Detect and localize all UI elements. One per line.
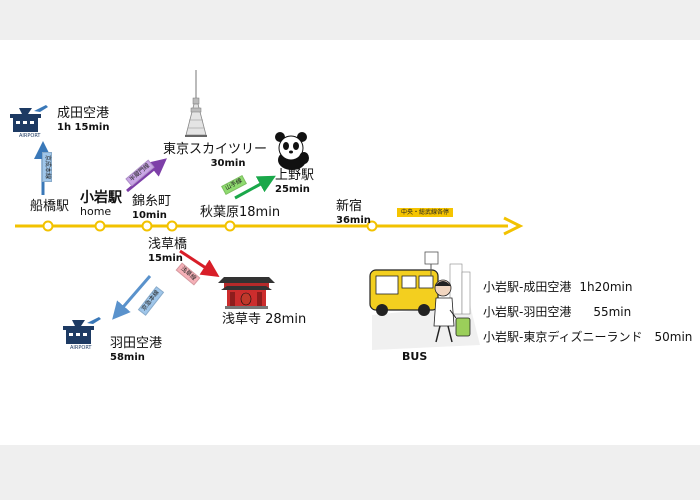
stop-koiwa xyxy=(94,220,106,232)
stop-kinshicho xyxy=(141,220,153,232)
dest-ueno-time: 25min xyxy=(275,183,310,195)
bus-route-narita: 小岩駅-成田空港 1h20min xyxy=(483,278,632,295)
bus-route-narita-time: 1h20min xyxy=(579,280,633,294)
station-asakusabashi-name: 浅草橋 xyxy=(148,237,188,252)
arrow-to-ueno xyxy=(234,175,276,200)
bus-route-disney-time: 50min xyxy=(654,330,693,344)
dest-skytree-name: 東京スカイツリー xyxy=(163,142,268,157)
bus-route-haneda-text: 小岩駅-羽田空港 xyxy=(483,305,572,319)
bus-route-haneda-time: 55min xyxy=(593,305,632,319)
dest-haneda: 羽田空港 58min xyxy=(110,336,163,363)
dest-haneda-time: 58min xyxy=(110,351,145,363)
station-asakusabashi-time: 15min xyxy=(148,252,183,264)
airport-icon-haneda xyxy=(63,317,101,344)
bus-scene xyxy=(369,251,480,350)
airport-label-haneda: AIRPORT xyxy=(70,345,92,351)
bus-route-narita-text: 小岩駅-成田空港 xyxy=(483,280,572,294)
station-funabashi: 船橋駅 xyxy=(30,199,70,214)
route-diagram: 中央・総武線各停 船橋駅 小岩駅 home 錦糸町 10min 秋葉原18min… xyxy=(0,40,700,445)
arrow-to-haneda xyxy=(112,275,152,320)
station-shinjuku-time: 36min xyxy=(336,214,371,226)
airport-label-narita: AIRPORT xyxy=(19,133,41,139)
stop-asakusabashi xyxy=(166,220,178,232)
dest-skytree: 東京スカイツリー 30min xyxy=(163,142,268,169)
station-kinshicho-name: 錦糸町 xyxy=(132,194,172,209)
bus-route-disney: 小岩駅-東京ディズニーランド 50min xyxy=(483,328,692,345)
station-shinjuku-name: 新宿 xyxy=(336,199,363,214)
bus-label: BUS xyxy=(402,350,428,363)
station-koiwa: 小岩駅 home xyxy=(80,190,122,219)
stop-akihabara xyxy=(224,220,236,232)
tag-keisei: 京成本線 xyxy=(42,152,52,183)
stop-shinjuku xyxy=(366,220,378,232)
dest-haneda-name: 羽田空港 xyxy=(110,336,163,351)
dest-narita-time: 1h 15min xyxy=(57,121,110,133)
dest-ueno-name: 上野駅 xyxy=(275,168,315,183)
sensoji-gate-icon xyxy=(218,277,275,309)
station-koiwa-name: 小岩駅 xyxy=(80,190,122,206)
skytree-icon xyxy=(185,70,207,137)
airport-icon-narita xyxy=(10,105,48,132)
main-rail-line xyxy=(15,216,524,236)
station-kinshicho-time: 10min xyxy=(132,209,167,221)
dest-sensoji: 浅草寺 28min xyxy=(222,312,307,327)
station-shinjuku: 新宿 36min xyxy=(336,199,371,226)
station-asakusabashi: 浅草橋 15min xyxy=(148,237,188,264)
diagram-graphics xyxy=(10,70,524,350)
panda-icon xyxy=(275,132,309,170)
bus-route-disney-text: 小岩駅-東京ディズニーランド xyxy=(483,330,643,344)
station-akihabara: 秋葉原18min xyxy=(200,205,281,220)
main-line-tag: 中央・総武線各停 xyxy=(397,208,454,218)
stop-funabashi xyxy=(42,220,54,232)
arrow-to-skytree xyxy=(126,158,167,193)
dest-narita: 成田空港 1h 15min xyxy=(57,106,110,133)
bus-route-haneda: 小岩駅-羽田空港 55min xyxy=(483,303,631,320)
arrow-to-sensoji xyxy=(179,249,220,277)
dest-narita-name: 成田空港 xyxy=(57,106,110,121)
dest-skytree-time: 30min xyxy=(210,157,246,169)
station-koiwa-sub: home xyxy=(80,205,112,219)
station-kinshicho: 錦糸町 10min xyxy=(132,194,172,221)
dest-ueno: 上野駅 25min xyxy=(275,168,315,195)
